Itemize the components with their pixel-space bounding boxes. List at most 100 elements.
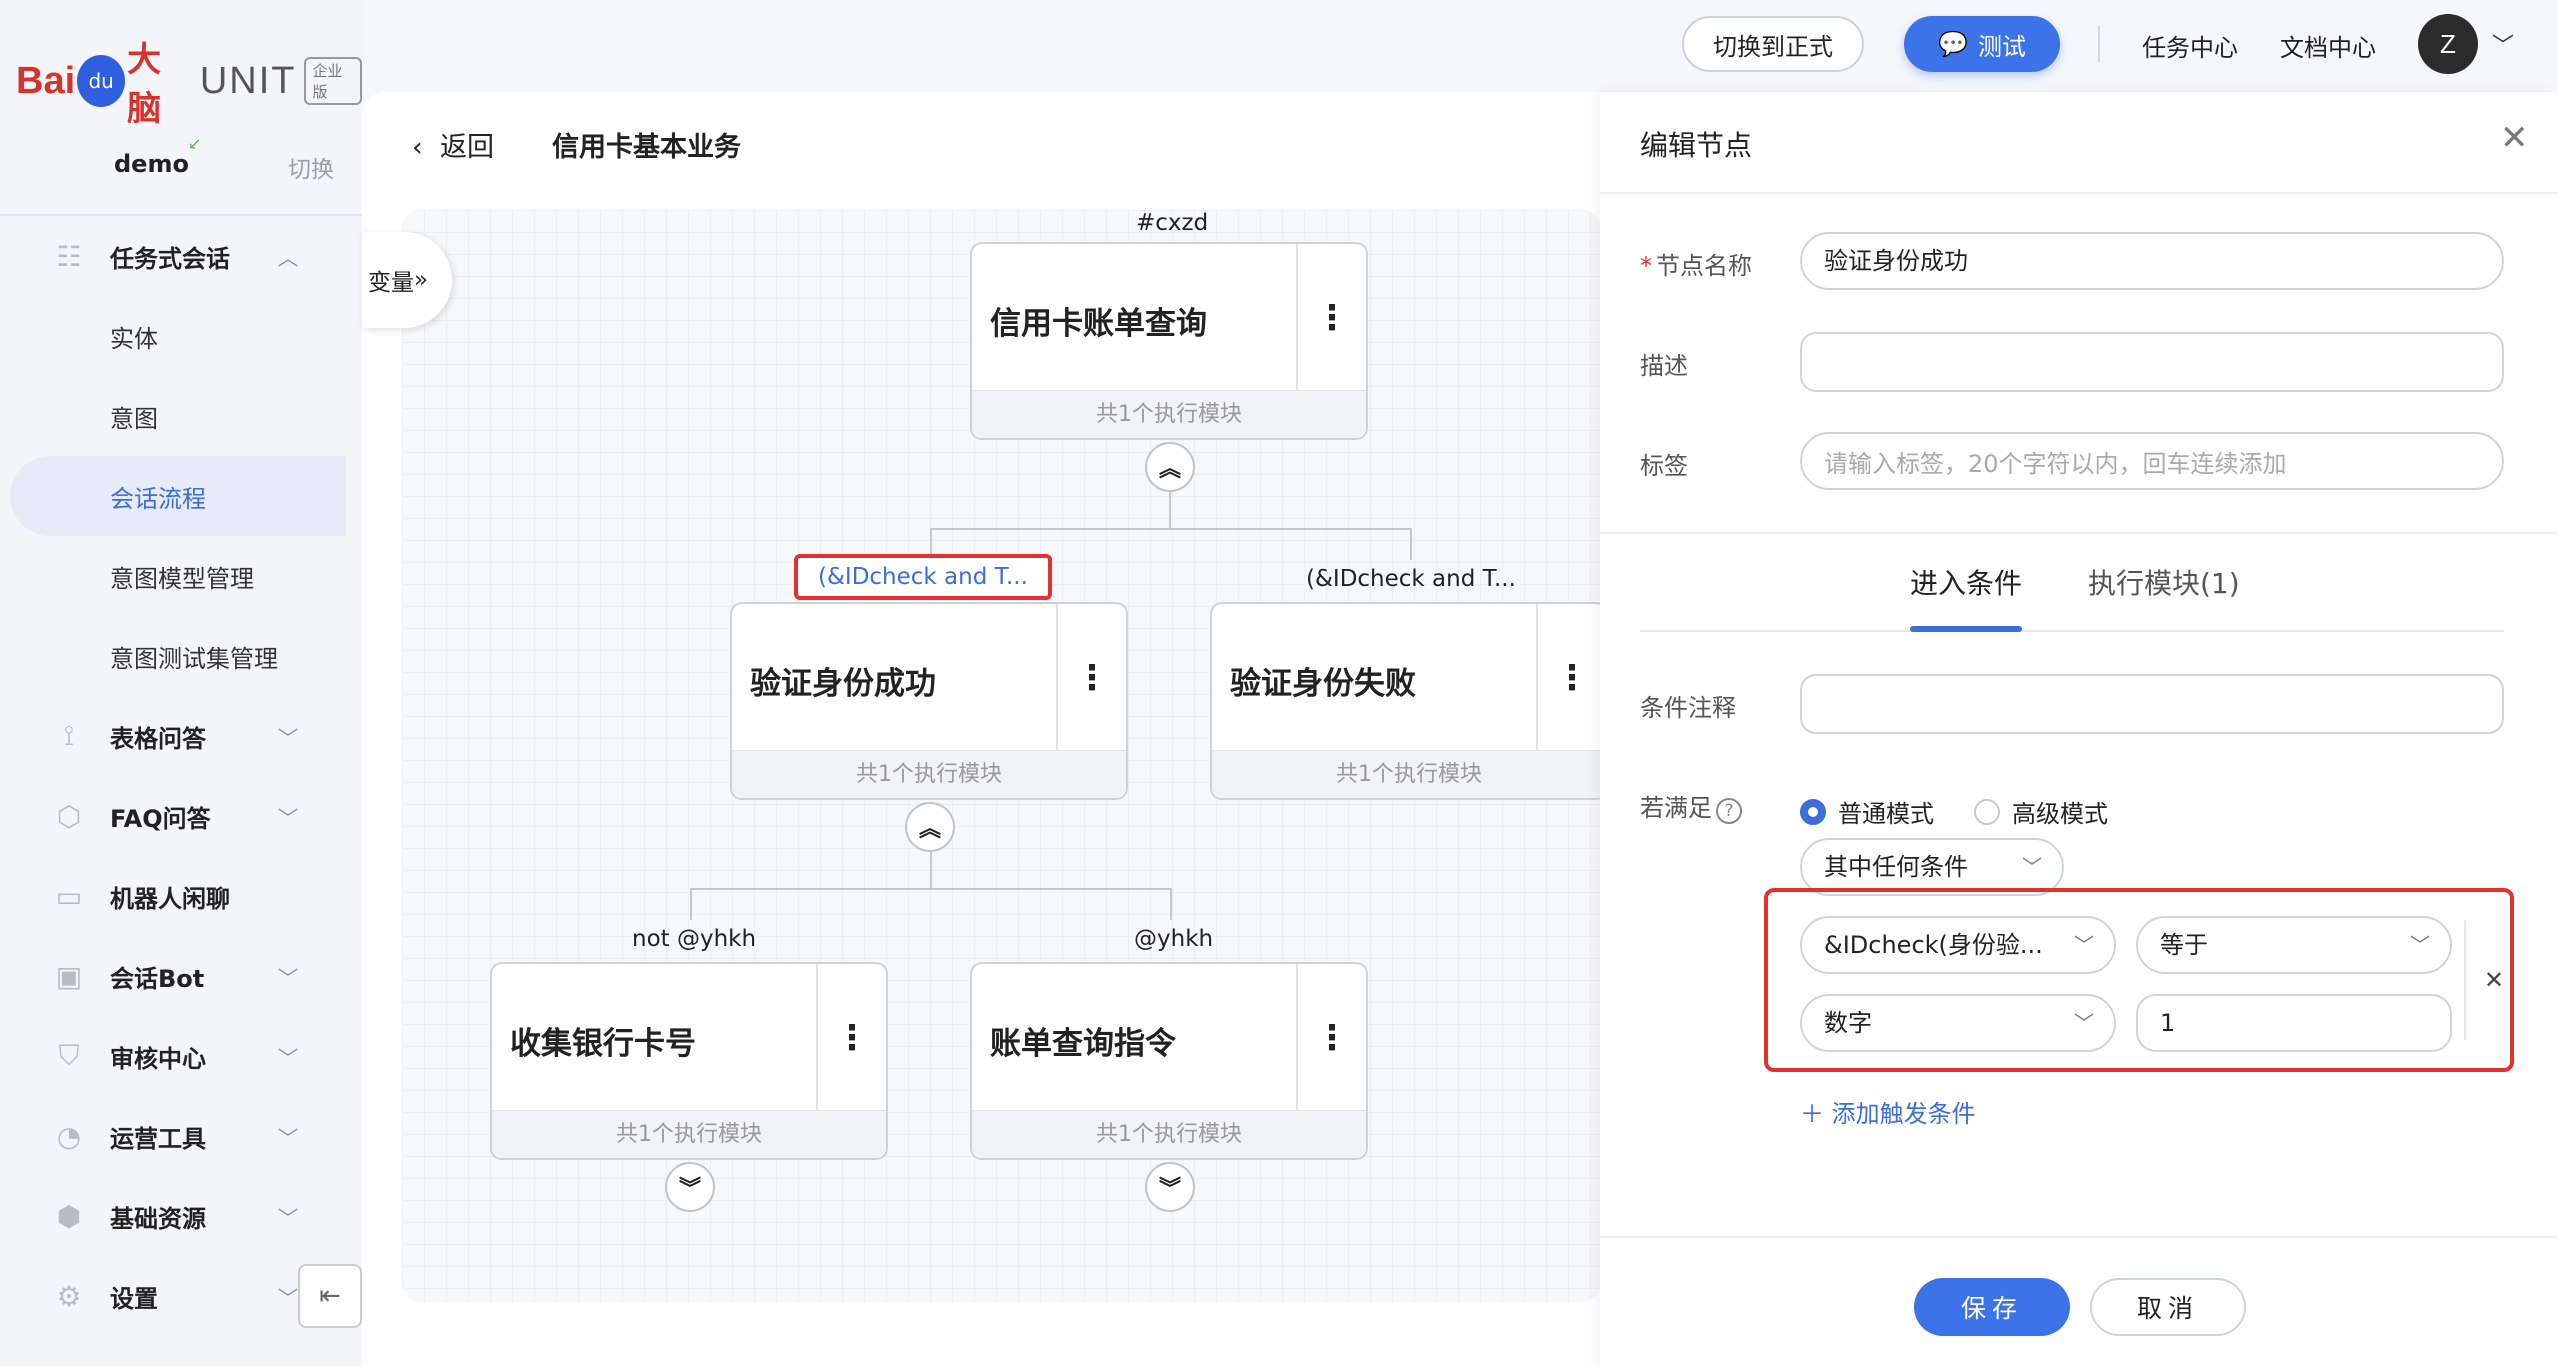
description-label: 描述 bbox=[1640, 352, 1688, 380]
sidebar-item-intent-model[interactable]: 意图模型管理 bbox=[0, 536, 346, 616]
sidebar: Bai du 大脑 UNIT 企业版 demo ↙ 切换 ☷ 任务式会话 ︿ 实… bbox=[0, 0, 362, 1366]
condition-variable-select[interactable]: &IDcheck(身份验... ﹀ bbox=[1800, 916, 2116, 974]
tab-enter-condition[interactable]: 进入条件 bbox=[1910, 567, 2023, 600]
table-qa-icon: ⟟ bbox=[63, 719, 75, 752]
add-condition-link[interactable]: ＋ 添加触发条件 bbox=[1800, 1094, 1976, 1129]
switch-to-production-button[interactable]: 切换到正式 bbox=[1682, 16, 1864, 72]
radio-normal-mode[interactable]: 普通模式 bbox=[1800, 794, 1934, 829]
test-button[interactable]: 💬 测试 bbox=[1904, 16, 2060, 72]
sidebar-collapse-button[interactable]: ⇤ bbox=[298, 1264, 362, 1328]
expand-down-icon[interactable]: ︾ bbox=[665, 1162, 715, 1212]
sidebar-item-settings[interactable]: ⚙ 设置 ﹀ bbox=[0, 1256, 346, 1336]
radio-unchecked-icon bbox=[1974, 798, 2000, 825]
variables-tab[interactable]: 变量 » bbox=[362, 232, 452, 328]
sidebar-item-task-dialog[interactable]: ☷ 任务式会话 ︿ bbox=[0, 216, 346, 296]
remove-condition-icon[interactable]: ✕ bbox=[2484, 966, 2505, 994]
sidebar-item-intent[interactable]: 意图 bbox=[0, 376, 346, 456]
collapse-up-icon[interactable]: ︽ bbox=[905, 802, 955, 852]
back-button[interactable]: ‹ 返回 bbox=[412, 125, 494, 164]
radio-advanced-mode[interactable]: 高级模式 bbox=[1974, 794, 2108, 829]
sidebar-item-resources[interactable]: ⬢ 基础资源 ﹀ bbox=[0, 1176, 346, 1256]
avatar[interactable]: Z bbox=[2418, 14, 2478, 74]
tag-input[interactable]: 请输入标签，20个字符以内，回车连续添加 bbox=[1800, 432, 2504, 490]
any-condition-select[interactable]: 其中任何条件 ﹀ bbox=[1800, 838, 2064, 896]
chevron-down-icon: ﹀ bbox=[278, 1125, 298, 1150]
satisfy-label-text: 若满足 bbox=[1640, 794, 1712, 822]
sidebar-item-bot[interactable]: ▣ 会话Bot ﹀ bbox=[0, 936, 346, 1016]
help-icon[interactable]: ? bbox=[1716, 798, 1742, 824]
sidebar-item-faq[interactable]: ⬡ FAQ问答 ﹀ bbox=[0, 776, 346, 856]
sidebar-item-label: FAQ问答 bbox=[110, 804, 211, 833]
chevron-down-icon: ﹀ bbox=[278, 805, 298, 830]
condition-comment-textarea[interactable] bbox=[1800, 674, 2504, 734]
edge bbox=[1170, 888, 1172, 920]
sidebar-item-chitchat[interactable]: ▭ 机器人闲聊 bbox=[0, 856, 346, 936]
chat-bubble-icon: 💬 bbox=[1938, 30, 1968, 58]
cancel-button[interactable]: 取消 bbox=[2090, 1278, 2246, 1336]
save-button[interactable]: 保存 bbox=[1914, 1278, 2070, 1336]
node-condition: not @yhkh bbox=[632, 926, 757, 952]
sidebar-item-label: 意图 bbox=[110, 404, 158, 433]
more-vertical-icon[interactable]: ⋮ bbox=[1056, 604, 1126, 752]
more-vertical-icon[interactable]: ⋮ bbox=[1296, 964, 1366, 1112]
more-vertical-icon[interactable]: ⋮ bbox=[1296, 244, 1366, 392]
node-title: 验证身份失败 bbox=[1230, 666, 1416, 702]
node-name-label: *节点名称 bbox=[1640, 246, 1752, 281]
more-vertical-icon[interactable]: ⋮ bbox=[1536, 604, 1600, 752]
required-mark: * bbox=[1640, 252, 1652, 280]
edge bbox=[930, 528, 1412, 530]
condition-divider bbox=[2464, 920, 2466, 1040]
sidebar-divider bbox=[0, 214, 362, 216]
node-condition: (&IDcheck and T... bbox=[1306, 566, 1516, 592]
tab-exec-module[interactable]: 执行模块(1) bbox=[2088, 567, 2240, 600]
panel-divider bbox=[1600, 532, 2558, 534]
sidebar-item-label: 审核中心 bbox=[110, 1044, 206, 1073]
flow-node[interactable]: 验证身份失败 ⋮ 共1个执行模块 bbox=[1210, 602, 1600, 800]
shield-icon: ⛉ bbox=[58, 1039, 80, 1072]
radio-label: 普通模式 bbox=[1838, 800, 1934, 828]
task-dialog-icon: ☷ bbox=[56, 239, 82, 273]
task-center-link[interactable]: 任务中心 bbox=[2142, 34, 2238, 62]
condition-operator-select[interactable]: 等于 ﹀ bbox=[2136, 916, 2452, 974]
chevron-down-icon: ﹀ bbox=[2074, 1011, 2094, 1035]
description-textarea[interactable] bbox=[1800, 332, 2504, 392]
flow-node[interactable]: 账单查询指令 ⋮ 共1个执行模块 bbox=[970, 962, 1368, 1160]
panel-title: 编辑节点 bbox=[1640, 129, 1753, 162]
sidebar-item-dialog-flow[interactable]: 会话流程 bbox=[10, 456, 346, 536]
node-title: 验证身份成功 bbox=[750, 666, 936, 702]
sidebar-item-label: 设置 bbox=[110, 1284, 158, 1313]
chevron-down-icon: ﹀ bbox=[2074, 933, 2094, 957]
collapse-up-icon[interactable]: ︽ bbox=[1145, 442, 1195, 492]
node-condition-highlighted[interactable]: (&IDcheck and T... bbox=[794, 554, 1052, 600]
close-icon[interactable]: ✕ bbox=[2500, 118, 2529, 158]
sidebar-item-table-qa[interactable]: ⟟ 表格问答 ﹀ bbox=[0, 696, 346, 776]
workspace-switch-link[interactable]: 切换 bbox=[288, 157, 334, 183]
satisfy-label: 若满足? bbox=[1640, 788, 1742, 824]
edge bbox=[930, 528, 932, 560]
expand-down-icon[interactable]: ︾ bbox=[1145, 1162, 1195, 1212]
node-name-input[interactable]: 验证身份成功 bbox=[1800, 232, 2504, 290]
flow-node[interactable]: 收集银行卡号 ⋮ 共1个执行模块 bbox=[490, 962, 888, 1160]
chevron-down-icon: ﹀ bbox=[278, 965, 298, 990]
flow-node-selected[interactable]: 验证身份成功 ⋮ 共1个执行模块 bbox=[730, 602, 1128, 800]
workspace-pin-icon: ↙ bbox=[188, 134, 202, 153]
flow-canvas[interactable]: #cxzd 信用卡账单查询 ⋮ 共1个执行模块 ︽ (&IDcheck and … bbox=[402, 210, 1600, 1302]
node-footer: 共1个执行模块 bbox=[492, 1110, 886, 1158]
sidebar-item-review[interactable]: ⛉ 审核中心 ﹀ bbox=[0, 1016, 346, 1096]
node-condition: #cxzd bbox=[1136, 210, 1209, 236]
sidebar-menu: ☷ 任务式会话 ︿ 实体 意图 会话流程 意图模型管理 意图测试集管理 ⟟ 表格… bbox=[0, 216, 346, 1336]
doc-center-link[interactable]: 文档中心 bbox=[2280, 34, 2376, 62]
sidebar-item-ops-tools[interactable]: ◔ 运营工具 ﹀ bbox=[0, 1096, 346, 1176]
chevron-down-icon[interactable]: ﹀ bbox=[2492, 34, 2515, 59]
sidebar-item-entity[interactable]: 实体 bbox=[0, 296, 346, 376]
sidebar-item-intent-testset[interactable]: 意图测试集管理 bbox=[0, 616, 346, 696]
edge bbox=[930, 850, 932, 890]
baidu-unit-logo[interactable]: Bai du 大脑 UNIT 企业版 bbox=[16, 40, 362, 129]
condition-value-input[interactable]: 1 bbox=[2136, 994, 2452, 1052]
condition-type-select[interactable]: 数字 ﹀ bbox=[1800, 994, 2116, 1052]
page-title: 信用卡基本业务 bbox=[552, 132, 741, 163]
chevron-down-icon: ﹀ bbox=[278, 1045, 298, 1070]
node-footer: 共1个执行模块 bbox=[1212, 750, 1600, 798]
flow-node[interactable]: 信用卡账单查询 ⋮ 共1个执行模块 bbox=[970, 242, 1368, 440]
more-vertical-icon[interactable]: ⋮ bbox=[816, 964, 886, 1112]
